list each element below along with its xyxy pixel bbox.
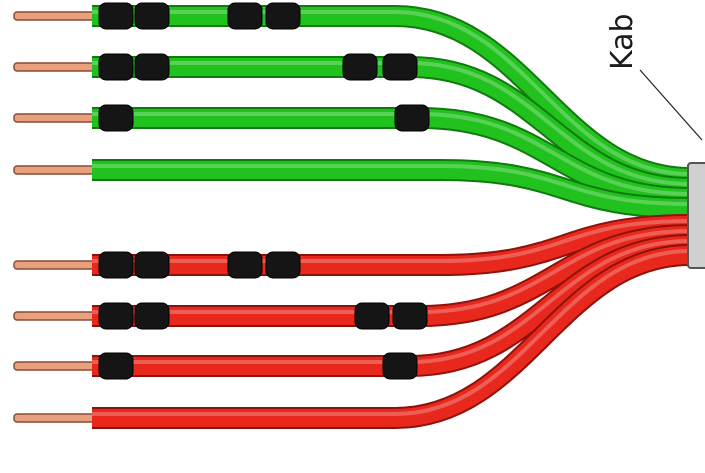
copper-conductor (13, 413, 95, 423)
copper-conductor (13, 361, 95, 371)
wire-highlight (92, 219, 691, 263)
marker-sleeve (98, 352, 134, 380)
wire-green-1 (13, 2, 691, 189)
marker-sleeve (98, 302, 134, 330)
wire-insulation (92, 226, 691, 325)
marker-sleeve (382, 53, 418, 81)
marker-sleeve (227, 251, 263, 279)
marker-sleeve (354, 302, 390, 330)
marker-sleeve (98, 251, 134, 279)
copper-conductor (13, 311, 95, 321)
wire-insulation (92, 109, 691, 207)
wire-insulation (92, 161, 691, 217)
marker-sleeve (227, 2, 263, 30)
marker-sleeve (265, 2, 301, 30)
marker-sleeve (265, 251, 301, 279)
wires-layer (13, 2, 691, 429)
wire-highlight (92, 239, 691, 364)
marker-sleeve (98, 53, 134, 81)
copper-conductor (13, 62, 95, 72)
wire-highlight (92, 164, 691, 206)
wire-red-2 (13, 224, 691, 330)
copper-conductor (13, 113, 95, 123)
wire-highlight (92, 112, 691, 196)
marker-sleeve (392, 302, 428, 330)
copper-conductor (13, 11, 95, 21)
wire-insulation (92, 236, 691, 375)
wire-insulation (92, 216, 691, 274)
marker-sleeve (134, 2, 170, 30)
wire-highlight (92, 10, 691, 176)
wire-green-4 (13, 159, 691, 219)
marker-sleeve (134, 53, 170, 81)
wire-highlight (92, 249, 691, 416)
marker-sleeve (134, 302, 170, 330)
callout-leader-line (639, 69, 703, 141)
marker-sleeve (98, 104, 134, 132)
wire-insulation (92, 7, 691, 187)
wire-highlight (92, 229, 691, 314)
wire-green-2 (13, 53, 691, 199)
wire-red-4 (13, 244, 691, 429)
cable-connector (687, 162, 705, 269)
marker-sleeve (134, 251, 170, 279)
wire-insulation (92, 246, 691, 427)
wire-insulation (92, 58, 691, 197)
wire-green-3 (13, 104, 691, 209)
marker-sleeve (382, 352, 418, 380)
copper-conductor (13, 260, 95, 270)
wire-highlight (92, 61, 691, 186)
copper-conductor (13, 165, 95, 175)
marker-sleeve (342, 53, 378, 81)
marker-sleeve (98, 2, 134, 30)
callout-label-kab: Kab (605, 13, 640, 70)
wire-red-3 (13, 234, 691, 380)
marker-sleeve (394, 104, 430, 132)
wire-red-1 (13, 214, 691, 279)
